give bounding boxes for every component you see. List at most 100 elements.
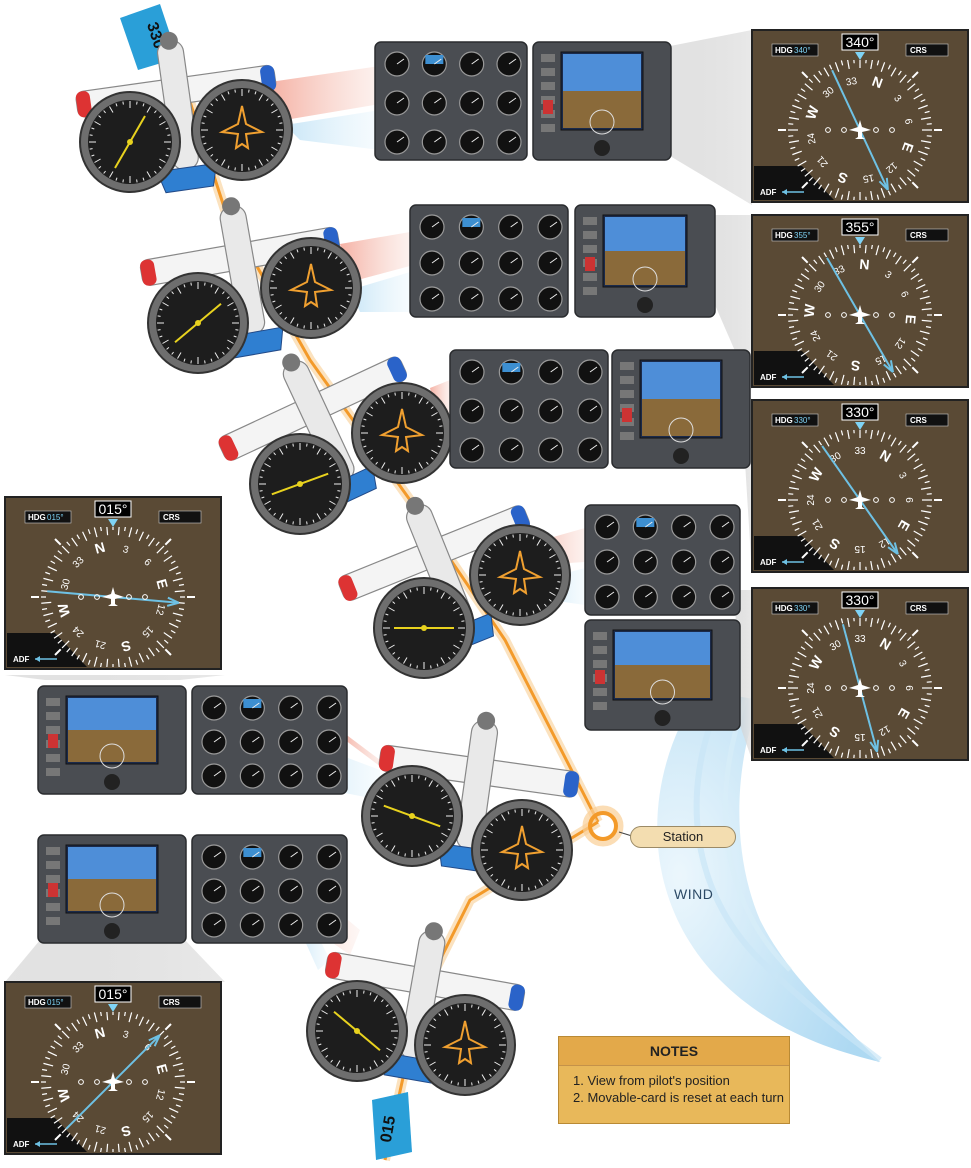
adf-label: ADF xyxy=(760,746,777,755)
aircraft-symbol-icon xyxy=(849,120,871,139)
aircraft-1 xyxy=(75,31,293,194)
compass-card-label: S xyxy=(120,1122,133,1140)
analog-instrument-panel-10 xyxy=(191,685,348,795)
crs-label: CRS xyxy=(910,604,928,613)
compass-card-label: 30 xyxy=(59,577,73,591)
aircraft-symbol-icon xyxy=(102,1072,124,1091)
ndb-station-icon xyxy=(582,805,633,847)
compass-card-label: 24 xyxy=(806,682,817,694)
compass-card-label: 6 xyxy=(903,497,914,503)
heading-readout: 015° xyxy=(99,501,128,517)
heading-readout: 355° xyxy=(846,219,875,235)
compass-card-label: W xyxy=(54,1086,73,1104)
compass-card-label: E xyxy=(902,314,919,325)
compass-card-label: 30 xyxy=(828,638,844,653)
adf-gauge-3 xyxy=(249,433,351,535)
heading-readout: 330° xyxy=(846,592,875,608)
adf-label: ADF xyxy=(760,188,777,197)
heading-indicator-gauge-6 xyxy=(414,994,516,1096)
compass-card-label: S xyxy=(120,637,133,655)
compass-card-label: 6 xyxy=(903,685,914,691)
notes-list: 1. View from pilot's position 2. Movable… xyxy=(559,1072,789,1106)
heading-readout: 015° xyxy=(99,986,128,1002)
compass-card-label: 15 xyxy=(862,171,875,184)
adf-gauge-2 xyxy=(147,272,249,374)
compass-card-label: 3 xyxy=(121,1029,130,1041)
analog-instrument-panel-1 xyxy=(374,41,528,161)
aircraft-4 xyxy=(338,496,571,679)
compass-card-label: 33 xyxy=(854,446,866,457)
compass-card-label: E xyxy=(153,577,171,590)
compass-card-label: 6 xyxy=(902,118,914,126)
compass-card-label: 3 xyxy=(891,93,903,105)
glass-cockpit-panel-6 xyxy=(611,349,751,469)
compass-card-label: 3 xyxy=(896,471,909,482)
crs-label: CRS xyxy=(910,416,928,425)
compass-card-label: 15 xyxy=(854,731,866,742)
heading-indicator-gauge-3 xyxy=(351,382,453,484)
heading-indicator-gauge-4 xyxy=(469,524,571,626)
hdg-label: HDG xyxy=(28,513,46,522)
crs-label: CRS xyxy=(910,231,928,240)
compass-card-label: 33 xyxy=(854,634,866,645)
glass-cockpit-panel-9 xyxy=(37,685,187,795)
heading-readout: 330° xyxy=(846,404,875,420)
wind-label: WIND xyxy=(674,886,714,902)
compass-card-label: 12 xyxy=(153,603,167,617)
notes-title: NOTES xyxy=(559,1037,789,1066)
analog-instrument-panel-3 xyxy=(409,204,569,318)
compass-card-label: W xyxy=(801,302,818,317)
heading-indicator-gauge-1 xyxy=(191,79,293,181)
adf-gauge-5 xyxy=(361,765,463,867)
heading-readout: 340° xyxy=(846,34,875,50)
compass-card-label: N xyxy=(859,256,870,273)
tail-tag-bottom: 015 xyxy=(372,1092,412,1160)
adf-label: ADF xyxy=(13,655,30,664)
compass-card-label: N xyxy=(93,1024,107,1042)
crs-label: CRS xyxy=(163,998,181,1007)
aircraft-3 xyxy=(218,353,453,535)
compass-card-label: 12 xyxy=(876,722,892,737)
aircraft-symbol-icon xyxy=(849,678,871,697)
hdg-label: HDG xyxy=(775,604,793,613)
compass-card-label: W xyxy=(54,601,73,619)
glass-cockpit-panel-8 xyxy=(584,619,741,731)
compass-card-label: 24 xyxy=(806,494,817,506)
heading-indicator-gauge-2 xyxy=(260,237,362,339)
hdg-value: 355° xyxy=(794,231,811,240)
compass-card-label: 24 xyxy=(809,328,824,343)
compass-card-label: 33 xyxy=(845,76,858,89)
hdg-value: 015° xyxy=(47,513,64,522)
hdg-label: HDG xyxy=(28,998,46,1007)
glass-cockpit-panel-4 xyxy=(574,204,716,318)
aircraft-symbol-icon xyxy=(849,305,871,324)
compass-card-label: 3 xyxy=(121,544,130,556)
station-label: Station xyxy=(630,826,736,848)
hdg-label: HDG xyxy=(775,231,793,240)
compass-card-label: 6 xyxy=(898,290,911,300)
compass-card-label: 3 xyxy=(882,269,893,281)
glass-cockpit-panel-11 xyxy=(37,834,187,944)
compass-card-label: N xyxy=(93,539,107,557)
compass-card-label: S xyxy=(850,357,861,374)
hdg-label: HDG xyxy=(775,416,793,425)
analog-instrument-panel-5 xyxy=(449,349,609,469)
compass-card-label: 21 xyxy=(93,637,107,651)
compass-card-label: 15 xyxy=(854,543,866,554)
hdg-label: HDG xyxy=(775,46,793,55)
tail-number-bottom: 015 xyxy=(378,1115,399,1144)
hdg-value: 015° xyxy=(47,998,64,1007)
crs-label: CRS xyxy=(163,513,181,522)
aircraft-5 xyxy=(361,711,580,901)
compass-card-label: 24 xyxy=(806,132,819,145)
adf-label: ADF xyxy=(760,373,777,382)
adf-gauge-6 xyxy=(306,980,408,1082)
notes-item-2: 2. Movable-card is reset at each turn xyxy=(573,1090,784,1105)
compass-card-label: 21 xyxy=(810,704,825,720)
heading-indicator-gauge-5 xyxy=(471,799,573,901)
